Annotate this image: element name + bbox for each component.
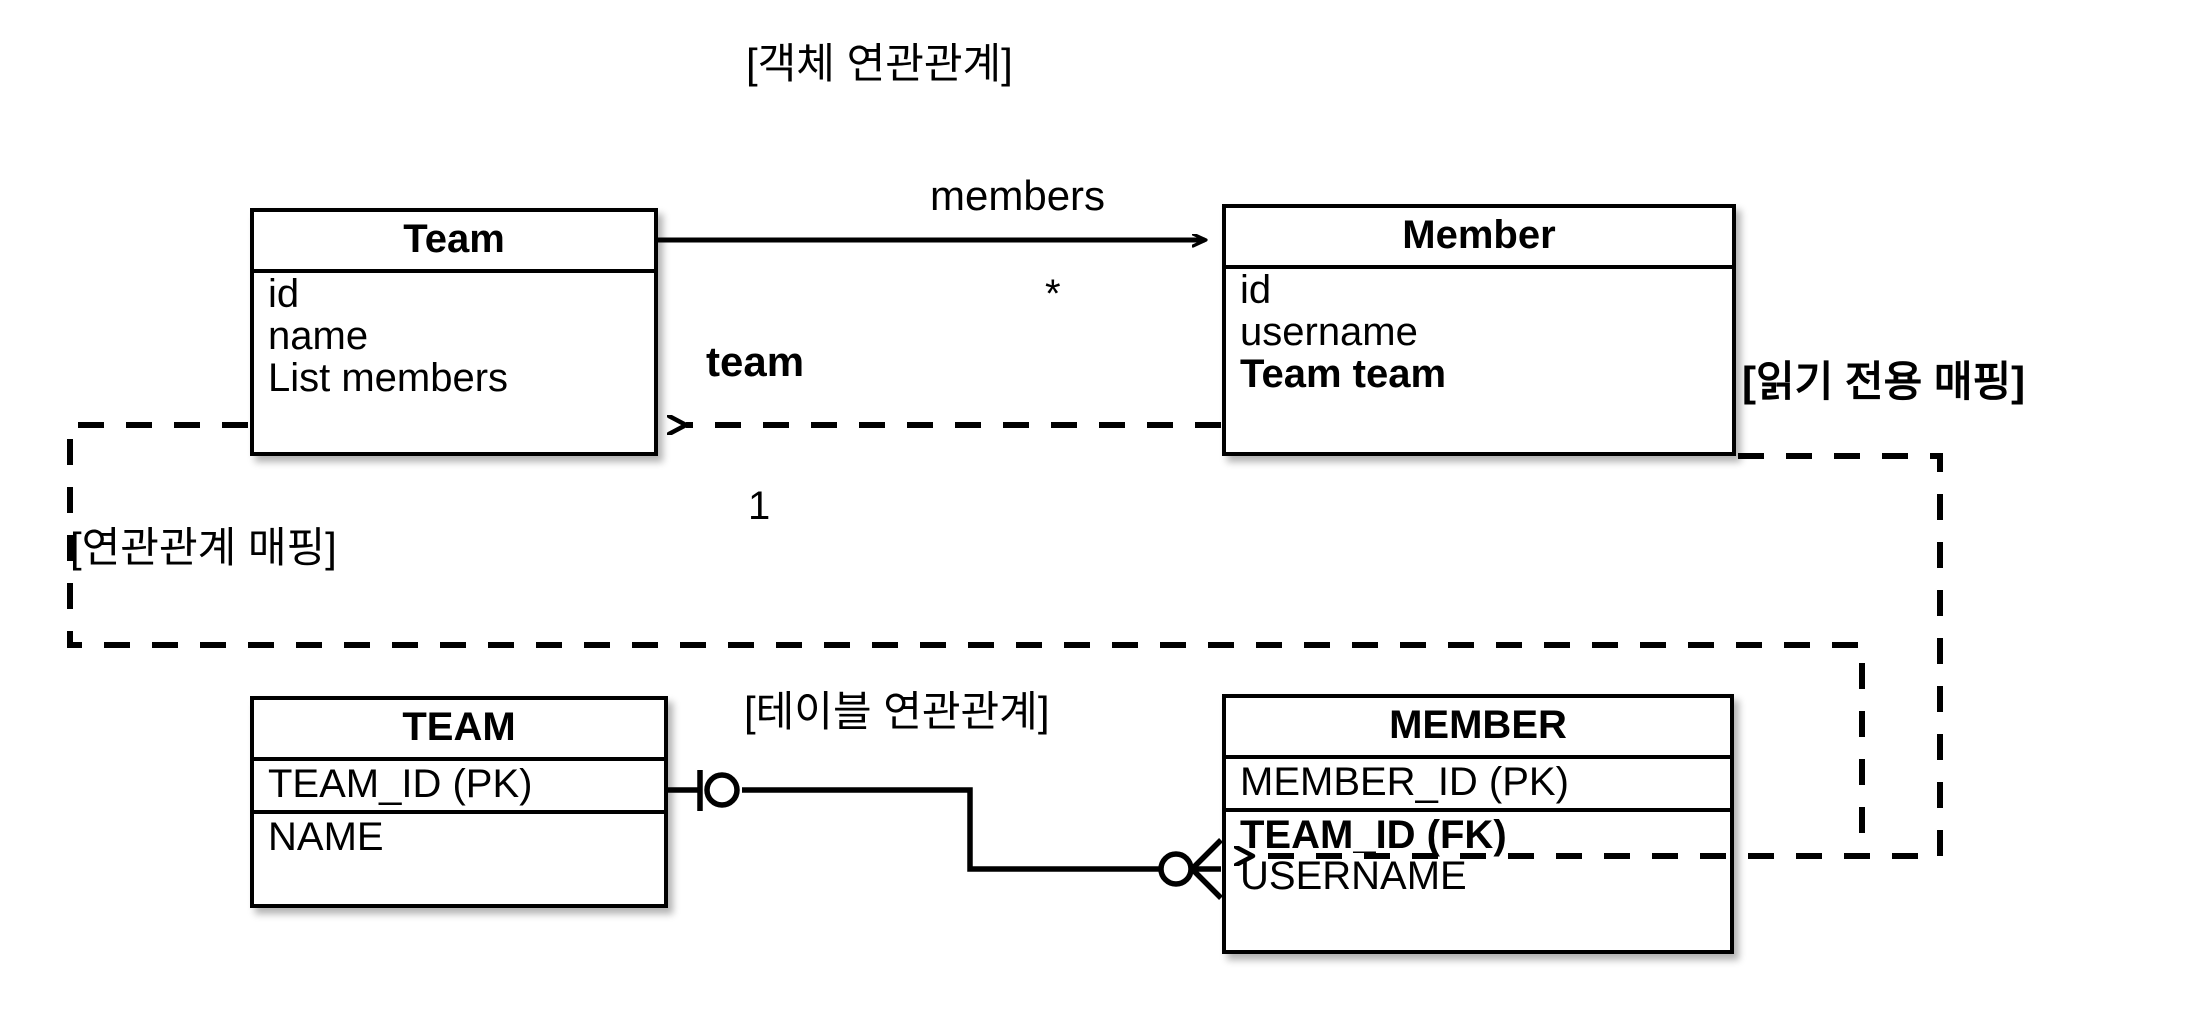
class-field: name [268,314,369,359]
cardinality-zero-circle-right [1158,851,1194,887]
class-separator-member [1226,265,1732,270]
association-multiplicity-one: 1 [748,484,771,528]
annotation-assoc-mapping: [연관관계 매핑] [70,524,337,571]
table-relationship-connector [668,770,1223,900]
class-fields-member: id username Team team [1226,269,1732,397]
table-name-team: TEAM [402,705,516,749]
table-box-team[interactable]: TEAM TEAM_ID (PK) NAME [250,696,668,908]
class-field: id [268,272,300,317]
class-box-team[interactable]: Team id name List members [250,208,658,456]
diagram-title: [객체 연관관계] [746,40,1013,87]
association-multiplicity-many: * [1045,272,1061,316]
table-column: USERNAME [1240,853,1467,898]
table-column: TEAM_ID (PK) [268,762,533,807]
table-box-member[interactable]: MEMBER MEMBER_ID (PK) TEAM_ID (FK) USERN… [1222,694,1734,954]
crows-foot-prong-bottom [1190,867,1223,900]
table-column: TEAM_ID (FK) [1240,812,1507,857]
table-column: NAME [268,814,384,859]
annotation-read-only-mapping: [읽기 전용 매핑] [1742,358,2026,405]
table-column: MEMBER_ID (PK) [1240,760,1569,805]
association-label-members: members [930,172,1106,219]
class-field: List members [268,356,509,401]
class-name-member: Member [1402,213,1556,257]
class-field: id [1240,268,1272,313]
table-name-member: MEMBER [1389,703,1567,747]
cardinality-zero-circle-left [704,772,740,808]
table-section-title: [테이블 연관관계] [744,688,1050,735]
class-box-member[interactable]: Member id username Team team [1222,204,1736,456]
class-separator-team [254,269,654,274]
class-field: Team team [1240,352,1447,397]
class-fields-team: id name List members [254,273,654,401]
crows-foot-prong-top [1190,838,1223,871]
class-name-team: Team [403,217,505,261]
class-field: username [1240,310,1418,355]
association-label-team: team [706,338,805,385]
